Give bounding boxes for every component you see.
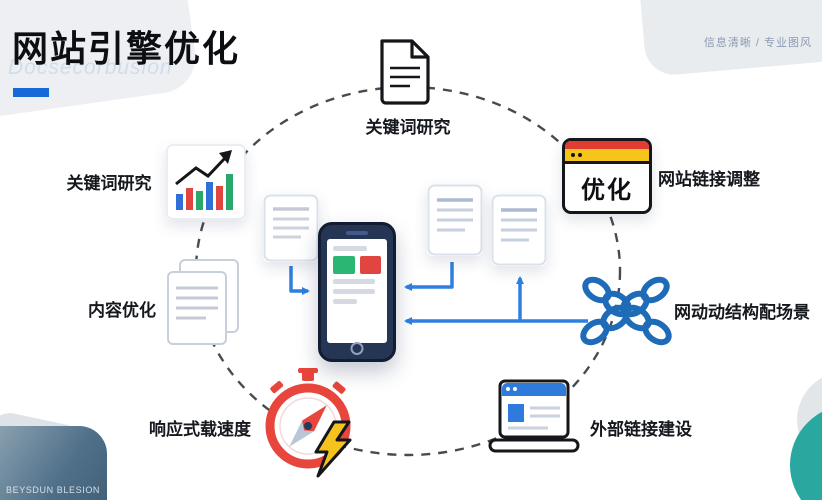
arrow-right-card1-to-phone [404, 262, 454, 291]
watermark-text: Docsecorbusion [8, 56, 173, 79]
page-card-icon [263, 194, 319, 262]
browser-toolbar [565, 149, 649, 164]
chain-link-icon [576, 274, 676, 352]
label-link-adjust: 网站链接调整 [658, 170, 760, 189]
label-content-optimization: 内容优化 [88, 301, 156, 320]
phone-home-button [350, 342, 364, 355]
screen-line [333, 279, 376, 284]
label-external-links: 外部链接建设 [590, 420, 692, 439]
lightning-bolt-icon [314, 420, 352, 478]
corner-shape-bottom-left [0, 426, 107, 500]
browser-top-strip [565, 141, 649, 149]
watermark-bottom-left: BEYSDUN BLESION [6, 485, 101, 495]
laptop-browser-icon [488, 378, 580, 454]
page-title: 网站引擎优化 [12, 28, 241, 69]
screen-block-green [333, 256, 355, 274]
page-card-icon [427, 184, 483, 256]
label-keyword-research-chart: 关键词研究 [66, 174, 152, 193]
bar-chart-icon [166, 144, 246, 220]
browser-seo-text: 优化 [581, 177, 633, 204]
label-load-speed: 响应式载速度 [149, 420, 251, 439]
label-keyword-research-top: 关键词研究 [365, 118, 451, 137]
arrow-left-card-to-phone [289, 266, 310, 295]
phone-screen [327, 239, 387, 343]
window-dot-icon [578, 153, 582, 157]
label-site-structure: 网动动结构配场景 [674, 303, 810, 322]
phone-speaker [346, 231, 368, 235]
screen-line [333, 246, 367, 251]
screen-line [333, 299, 357, 304]
seo-browser-icon: 优化 [562, 138, 652, 214]
stopwatch-icon [258, 368, 358, 478]
screen-block-red [359, 256, 381, 274]
screen-line [333, 289, 376, 294]
page-card-icon [491, 194, 547, 266]
header-tagline: 信息清晰 / 专业图风 [703, 37, 812, 49]
window-dot-icon [571, 153, 575, 157]
content-docs-icon [160, 258, 248, 348]
document-icon [376, 36, 434, 106]
smartphone-icon [318, 222, 396, 362]
title-underline [13, 88, 49, 97]
